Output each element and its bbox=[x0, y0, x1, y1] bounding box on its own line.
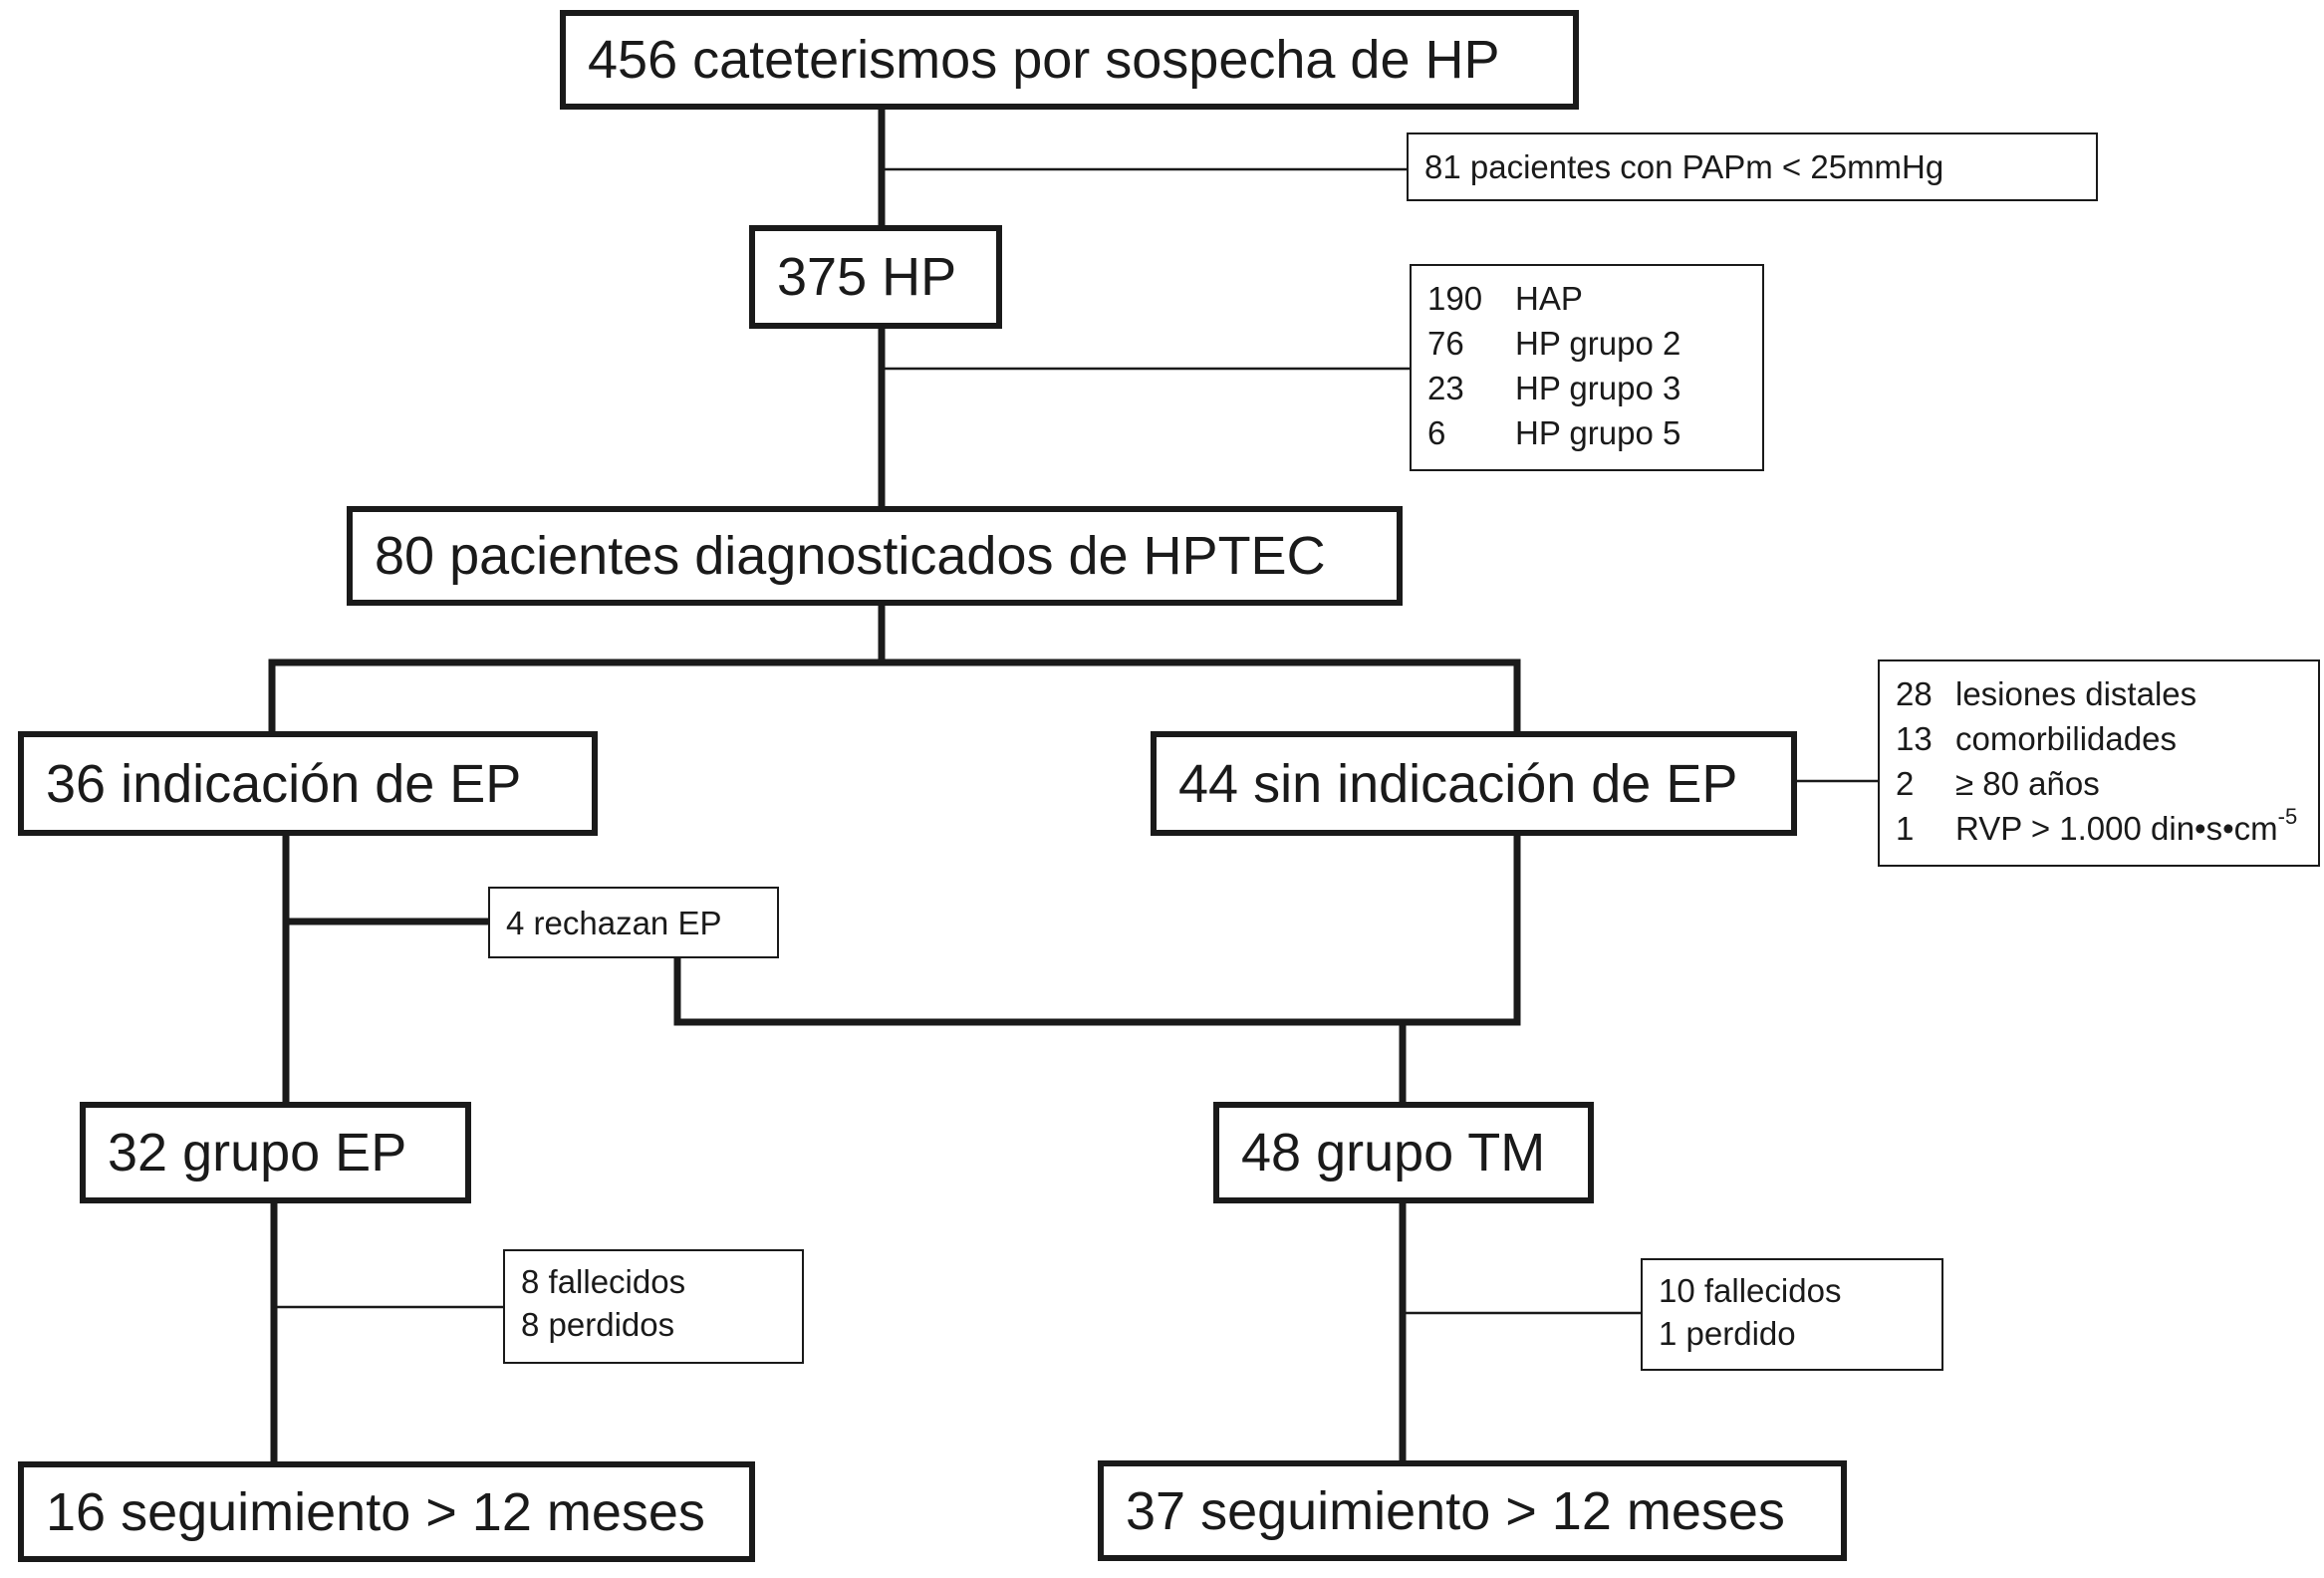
hp-label: 375 HP bbox=[777, 247, 957, 307]
hp-box: 375 HP bbox=[749, 225, 1002, 329]
no-ep-reason-row: 2 ≥ 80 años bbox=[1896, 761, 2302, 806]
hp-breakdown-label: HP grupo 2 bbox=[1515, 325, 1681, 362]
hp-breakdown-count: 6 bbox=[1427, 414, 1446, 451]
no-ep-reason-count: 13 bbox=[1896, 720, 1933, 757]
no-ep-reason-label: ≥ 80 años bbox=[1955, 765, 2100, 802]
ep-group-label: 32 grupo EP bbox=[108, 1123, 407, 1183]
no-ep-indication-label: 44 sin indicación de EP bbox=[1178, 753, 1738, 814]
hp-breakdown-label: HP grupo 3 bbox=[1515, 370, 1681, 406]
hp-breakdown-row: 6 HP grupo 5 bbox=[1427, 410, 1746, 455]
ep-losses-note: 8 fallecidos 8 perdidos bbox=[503, 1249, 804, 1364]
tm-losses-line: 1 perdido bbox=[1659, 1315, 1796, 1352]
ep-losses-line: 8 perdidos bbox=[521, 1306, 675, 1343]
tm-group-label: 48 grupo TM bbox=[1241, 1123, 1546, 1183]
no-ep-reason-label: lesiones distales bbox=[1955, 675, 2197, 712]
no-ep-indication-box: 44 sin indicación de EP bbox=[1151, 731, 1797, 836]
hp-breakdown-row: 23 HP grupo 3 bbox=[1427, 366, 1746, 410]
no-ep-reason-label: comorbilidades bbox=[1955, 720, 2177, 757]
hp-breakdown-label: HAP bbox=[1515, 280, 1583, 317]
hp-breakdown-row: 76 HP grupo 2 bbox=[1427, 321, 1746, 366]
reject-ep-text: 4 rechazan EP bbox=[506, 904, 722, 941]
hptec-box: 80 pacientes diagnosticados de HPTEC bbox=[347, 506, 1403, 606]
hp-breakdown-count: 76 bbox=[1427, 325, 1464, 362]
no-ep-reason-count: 28 bbox=[1896, 675, 1933, 712]
hp-breakdown-note: 190 HAP 76 HP grupo 2 23 HP grupo 3 6 HP… bbox=[1410, 264, 1764, 471]
ep-losses-line: 8 fallecidos bbox=[521, 1263, 686, 1300]
ep-indication-label: 36 indicación de EP bbox=[46, 753, 522, 814]
catheterizations-box: 456 cateterismos por sospecha de HP bbox=[560, 10, 1579, 110]
no-ep-reason-exponent: -5 bbox=[2277, 804, 2298, 829]
no-ep-reason-row: 1 RVP > 1.000 din•s•cm-5 bbox=[1896, 804, 2302, 855]
hptec-label: 80 pacientes diagnosticados de HPTEC bbox=[375, 526, 1326, 586]
ep-indication-box: 36 indicación de EP bbox=[18, 731, 598, 836]
no-ep-reason-row: 13 comorbilidades bbox=[1896, 716, 2302, 761]
tm-followup-box: 37 seguimiento > 12 meses bbox=[1098, 1460, 1847, 1561]
ep-followup-box: 16 seguimiento > 12 meses bbox=[18, 1461, 755, 1562]
hp-breakdown-count: 23 bbox=[1427, 370, 1464, 406]
no-ep-reason-text: RVP > 1.000 din•s•cm bbox=[1955, 810, 2278, 847]
hp-breakdown-label: HP grupo 5 bbox=[1515, 414, 1681, 451]
reject-ep-note: 4 rechazan EP bbox=[488, 887, 779, 958]
ep-followup-label: 16 seguimiento > 12 meses bbox=[46, 1481, 705, 1542]
ep-group-box: 32 grupo EP bbox=[80, 1102, 471, 1203]
catheterizations-label: 456 cateterismos por sospecha de HP bbox=[588, 30, 1500, 90]
tm-group-box: 48 grupo TM bbox=[1213, 1102, 1594, 1203]
no-ep-reason-row: 28 lesiones distales bbox=[1896, 671, 2302, 716]
no-ep-reason-count: 2 bbox=[1896, 765, 1915, 802]
hp-breakdown-count: 190 bbox=[1427, 280, 1483, 317]
low-papm-text: 81 pacientes con PAPm < 25mmHg bbox=[1424, 148, 1944, 185]
tm-losses-note: 10 fallecidos 1 perdido bbox=[1641, 1258, 1943, 1371]
low-papm-note: 81 pacientes con PAPm < 25mmHg bbox=[1407, 132, 2098, 201]
no-ep-reasons-note: 28 lesiones distales 13 comorbilidades 2… bbox=[1878, 659, 2320, 867]
tm-followup-label: 37 seguimiento > 12 meses bbox=[1126, 1480, 1785, 1541]
no-ep-reason-count: 1 bbox=[1896, 810, 1915, 847]
no-ep-reason-label: RVP > 1.000 din•s•cm-5 bbox=[1955, 804, 2298, 855]
tm-losses-line: 10 fallecidos bbox=[1659, 1272, 1842, 1309]
hp-breakdown-row: 190 HAP bbox=[1427, 276, 1746, 321]
